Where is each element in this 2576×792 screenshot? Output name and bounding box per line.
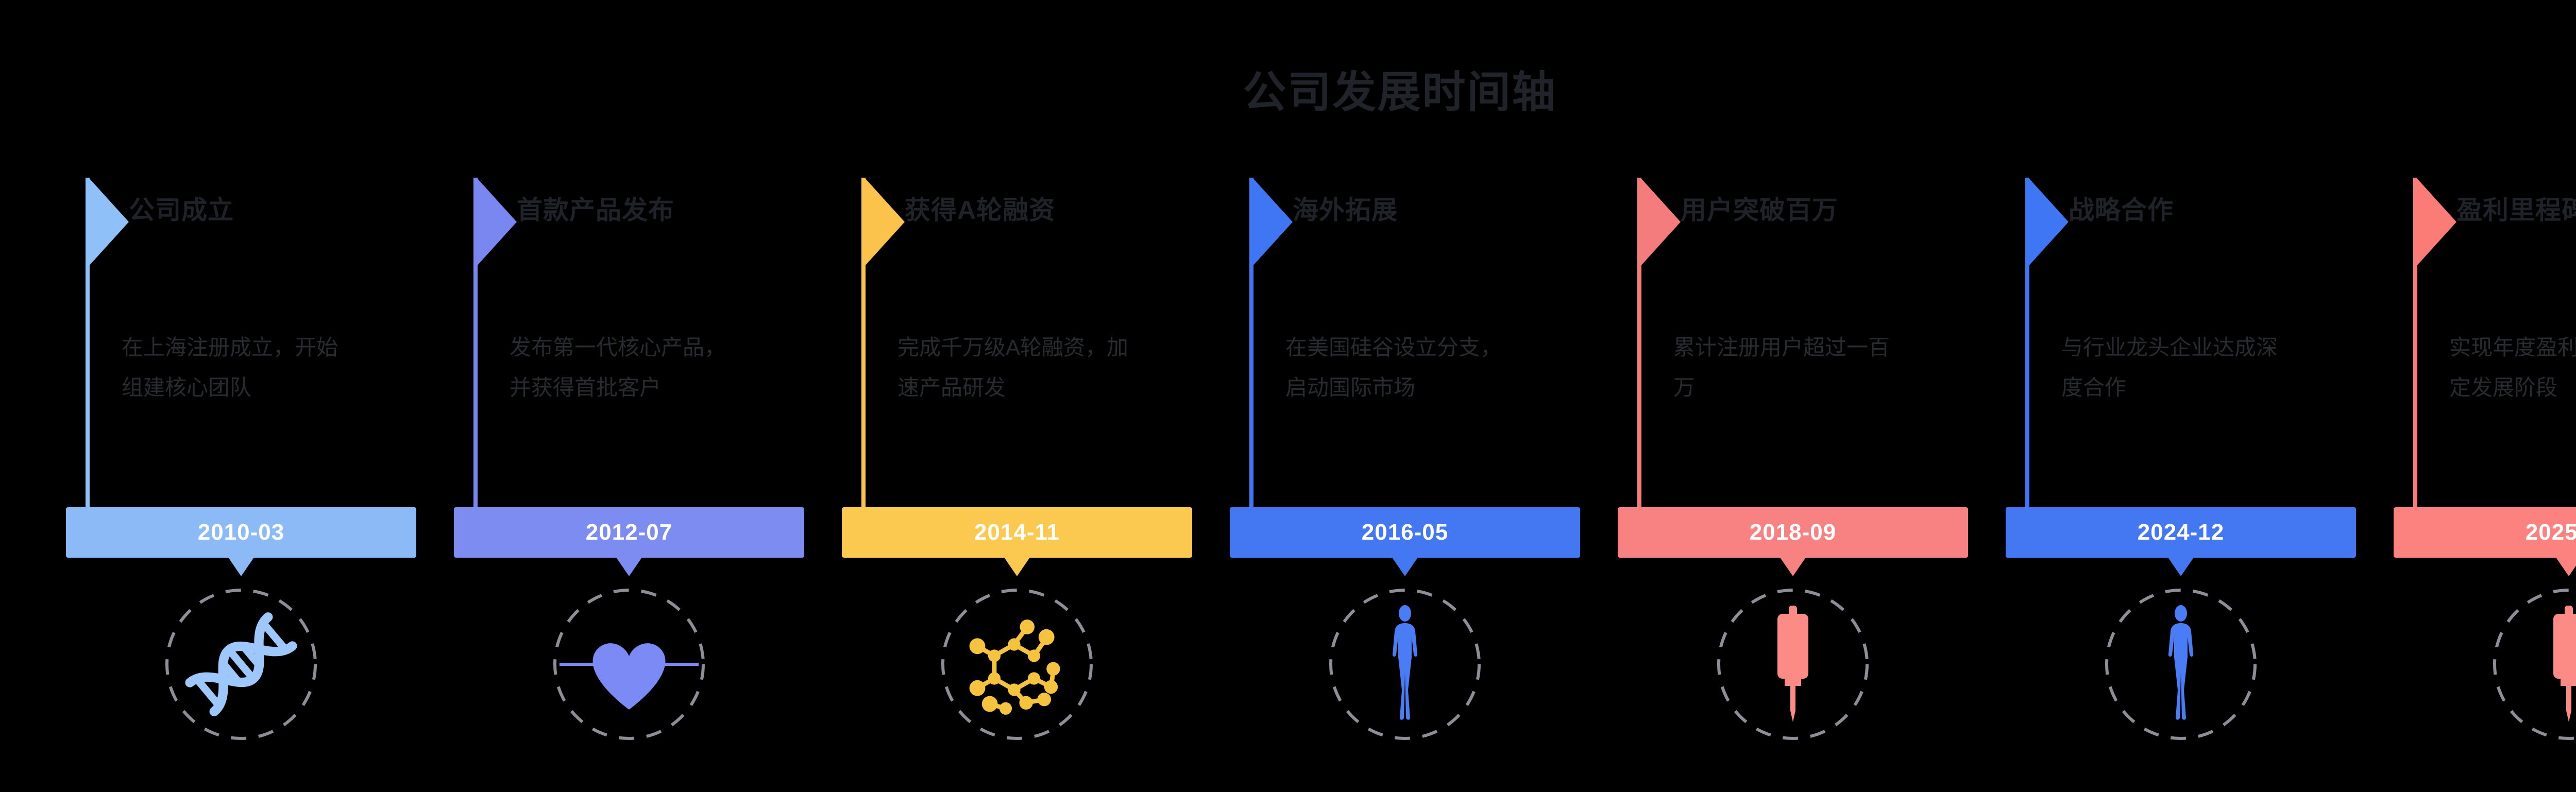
milestone-title: 用户突破百万 [1681,196,1838,225]
milestone-title: 首款产品发布 [517,196,674,225]
milestone-circle [2492,587,2576,742]
dashed-circle-icon [2493,589,2576,740]
milestone-circle [1328,587,1482,742]
timeline-item: 获得A轮融资 完成千万级A轮融资，加 速产品研发 2014-11 [842,0,1192,792]
milestone-circle [164,587,318,742]
person-icon [2168,605,2194,720]
milestone-description: 发布第一代核心产品， 并获得首批客户 [510,335,726,400]
syringe-icon [1777,606,1808,722]
date-pointer-icon [616,557,642,576]
milestone-description: 与行业龙头企业达成深 度合作 [2061,335,2278,400]
milestone-description: 完成千万级A轮融资，加 速产品研发 [897,335,1129,400]
milestone-title: 公司成立 [129,196,234,225]
timeline-item: 公司成立 在上海注册成立，开始 组建核心团队 2010-03 [66,0,416,792]
milestone-circle [1716,587,1870,742]
date-badge: 2016-05 [1230,507,1580,558]
milestone-circle [2104,587,2258,742]
heart-icon [560,643,699,710]
dashed-circle-icon [553,589,705,740]
molecule-icon [969,619,1060,715]
flag-pole [2025,178,2029,511]
flag-pole [1637,178,1641,511]
dashed-circle-icon [1329,589,1481,740]
syringe-icon [2553,606,2576,722]
timeline-item: 首款产品发布 发布第一代核心产品， 并获得首批客户 2012-07 [454,0,804,792]
flag-icon [865,178,905,266]
flag-icon [2028,178,2069,266]
dashed-circle-icon [941,589,1093,740]
dna-icon [185,612,297,716]
flag-pole [2413,178,2417,511]
milestone-title: 盈利里程碑 [2456,196,2576,225]
flag-icon [2416,178,2456,266]
flag-icon [477,178,517,266]
milestone-description: 在美国硅谷设立分支， 启动国际市场 [1285,335,1502,400]
milestone-circle [552,587,706,742]
milestone-title: 海外拓展 [1293,196,1398,225]
timeline-item: 用户突破百万 累计注册用户超过一百 万 2018-09 [1618,0,1968,792]
milestone-description: 在上海注册成立，开始 组建核心团队 [122,335,338,400]
date-pointer-icon [228,557,255,576]
date-badge: 2024-12 [2006,507,2356,558]
flag-pole [473,178,478,511]
date-badge: 2018-09 [1618,507,1968,558]
dashed-circle-icon [2105,589,2257,740]
date-badge: 2012-07 [454,507,804,558]
flag-pole [861,178,866,511]
flag-pole [86,178,90,511]
flag-icon [1252,178,1293,266]
dashed-circle-icon [1717,589,1869,740]
milestone-title: 战略合作 [2069,196,2174,225]
milestone-circle [940,587,1094,742]
person-icon [1392,605,1418,720]
date-badge: 2025-04 [2394,507,2576,558]
flag-icon [89,178,129,266]
date-pointer-icon [1780,557,1806,576]
date-badge: 2010-03 [66,507,416,558]
timeline-item: 盈利里程碑 实现年度盈利，进入稳 定发展阶段 2025-04 [2394,0,2576,792]
flag-icon [1640,178,1681,266]
dashed-circle-icon [165,589,317,740]
milestone-description: 实现年度盈利，进入稳 定发展阶段 [2449,335,2576,400]
date-pointer-icon [1004,557,1030,576]
milestone-description: 累计注册用户超过一百 万 [1673,335,1890,400]
timeline-item: 战略合作 与行业龙头企业达成深 度合作 2024-12 [2006,0,2356,792]
date-pointer-icon [1392,557,1418,576]
date-pointer-icon [2167,557,2194,576]
flag-pole [1249,178,1253,511]
date-pointer-icon [2555,557,2576,576]
date-badge: 2014-11 [842,507,1192,558]
page-title: 公司发展时间轴 [1243,68,1557,116]
milestone-title: 获得A轮融资 [905,196,1056,225]
timeline-item: 海外拓展 在美国硅谷设立分支， 启动国际市场 2016-05 [1230,0,1580,792]
